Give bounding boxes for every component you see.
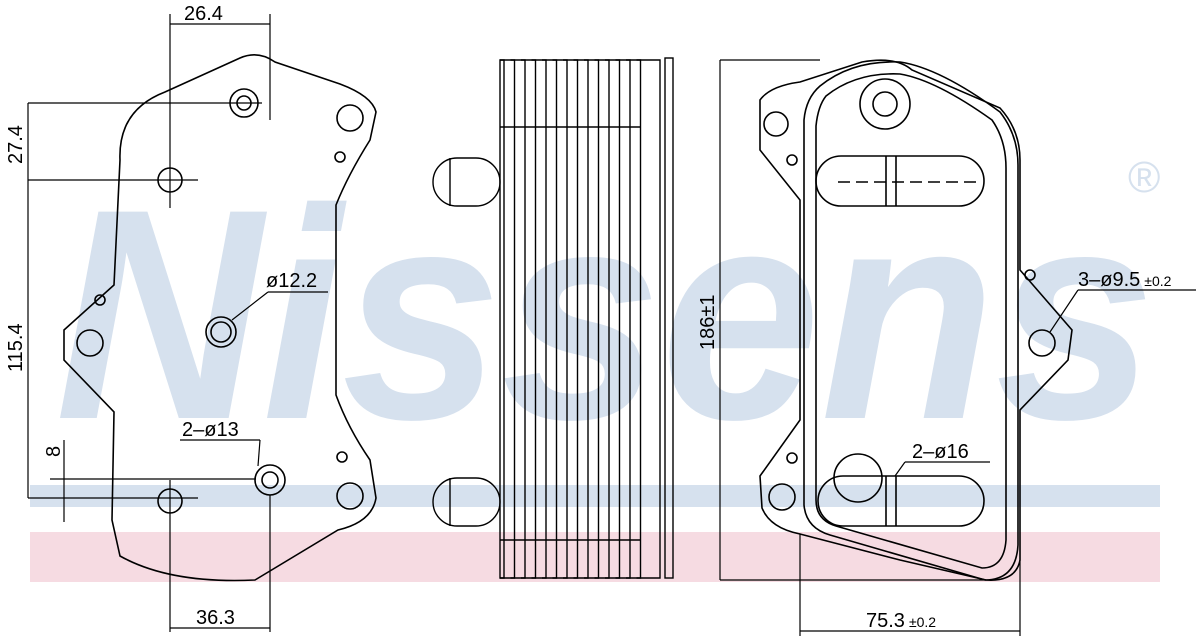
rear-view-labels: 186±1 2–ø16 3–ø9.5 ±0.2 75.3 ±0.2 bbox=[697, 269, 1172, 632]
front-view-labels: 26.4 27.4 115.4 8 36.3 ø12.2 2–ø13 bbox=[5, 3, 317, 629]
small-hole bbox=[1024, 269, 1036, 281]
watermark: Nissens ® bbox=[30, 146, 1160, 582]
gasket-inner bbox=[815, 73, 1007, 569]
rear-view bbox=[719, 59, 1196, 636]
mount-hole bbox=[768, 483, 796, 511]
small-hole bbox=[786, 154, 798, 166]
side-bolt-inner bbox=[261, 471, 279, 489]
dim-hole-spacing-upper: 27.4 bbox=[5, 125, 27, 164]
dim-height: 186±1 bbox=[697, 295, 719, 350]
dimension-lines bbox=[27, 14, 328, 632]
dim-bottom-width: 36.3 bbox=[196, 607, 235, 629]
rear-dimension-lines bbox=[719, 59, 1196, 636]
dim-width-value: 75.3 bbox=[866, 610, 905, 632]
side-view bbox=[432, 57, 674, 579]
mount-hole bbox=[1028, 329, 1056, 357]
mount-hole bbox=[763, 111, 789, 137]
dim-mount-holes: 3–ø9.5 ±0.2 bbox=[1078, 269, 1172, 291]
small-hole bbox=[94, 294, 106, 306]
small-hole bbox=[786, 452, 798, 464]
center-port-outer bbox=[205, 316, 237, 348]
front-plate-outline bbox=[63, 54, 377, 582]
small-hole bbox=[336, 451, 348, 463]
front-view bbox=[27, 14, 377, 632]
dim-mount-holes-value: 3–ø9.5 bbox=[1078, 269, 1140, 291]
pipe-port-upper bbox=[815, 155, 985, 207]
top-port-inner bbox=[872, 91, 898, 117]
fin-stack bbox=[499, 59, 661, 579]
rear-plate-outline bbox=[759, 59, 1073, 581]
small-hole bbox=[334, 151, 346, 163]
side-pipe-lower bbox=[432, 477, 501, 527]
pipe-port-lower bbox=[817, 475, 985, 527]
dim-mount-holes-tol: ±0.2 bbox=[1144, 273, 1171, 289]
mount-hole bbox=[76, 329, 104, 357]
dim-side-holes: 2–ø13 bbox=[182, 419, 239, 441]
dim-width: 75.3 ±0.2 bbox=[866, 610, 936, 632]
top-port-outer bbox=[859, 78, 911, 130]
dim-hole-spacing-main: 115.4 bbox=[5, 323, 27, 372]
dim-center-port: ø12.2 bbox=[266, 270, 317, 292]
watermark-blue-band bbox=[30, 485, 1160, 507]
side-pipe-upper bbox=[432, 157, 501, 207]
dim-width-tol: ±0.2 bbox=[909, 614, 936, 630]
dim-top-offset: 26.4 bbox=[184, 3, 223, 25]
registered-mark: ® bbox=[1128, 153, 1160, 202]
center-port-inner bbox=[210, 321, 232, 343]
core-outline bbox=[499, 59, 661, 579]
dim-bottom-offset: 8 bbox=[43, 446, 65, 457]
gasket-outer bbox=[803, 61, 1019, 581]
mount-hole bbox=[336, 482, 364, 510]
base-plate bbox=[664, 57, 674, 579]
dim-pipe-ports: 2–ø16 bbox=[912, 441, 969, 463]
mount-hole bbox=[336, 104, 364, 132]
